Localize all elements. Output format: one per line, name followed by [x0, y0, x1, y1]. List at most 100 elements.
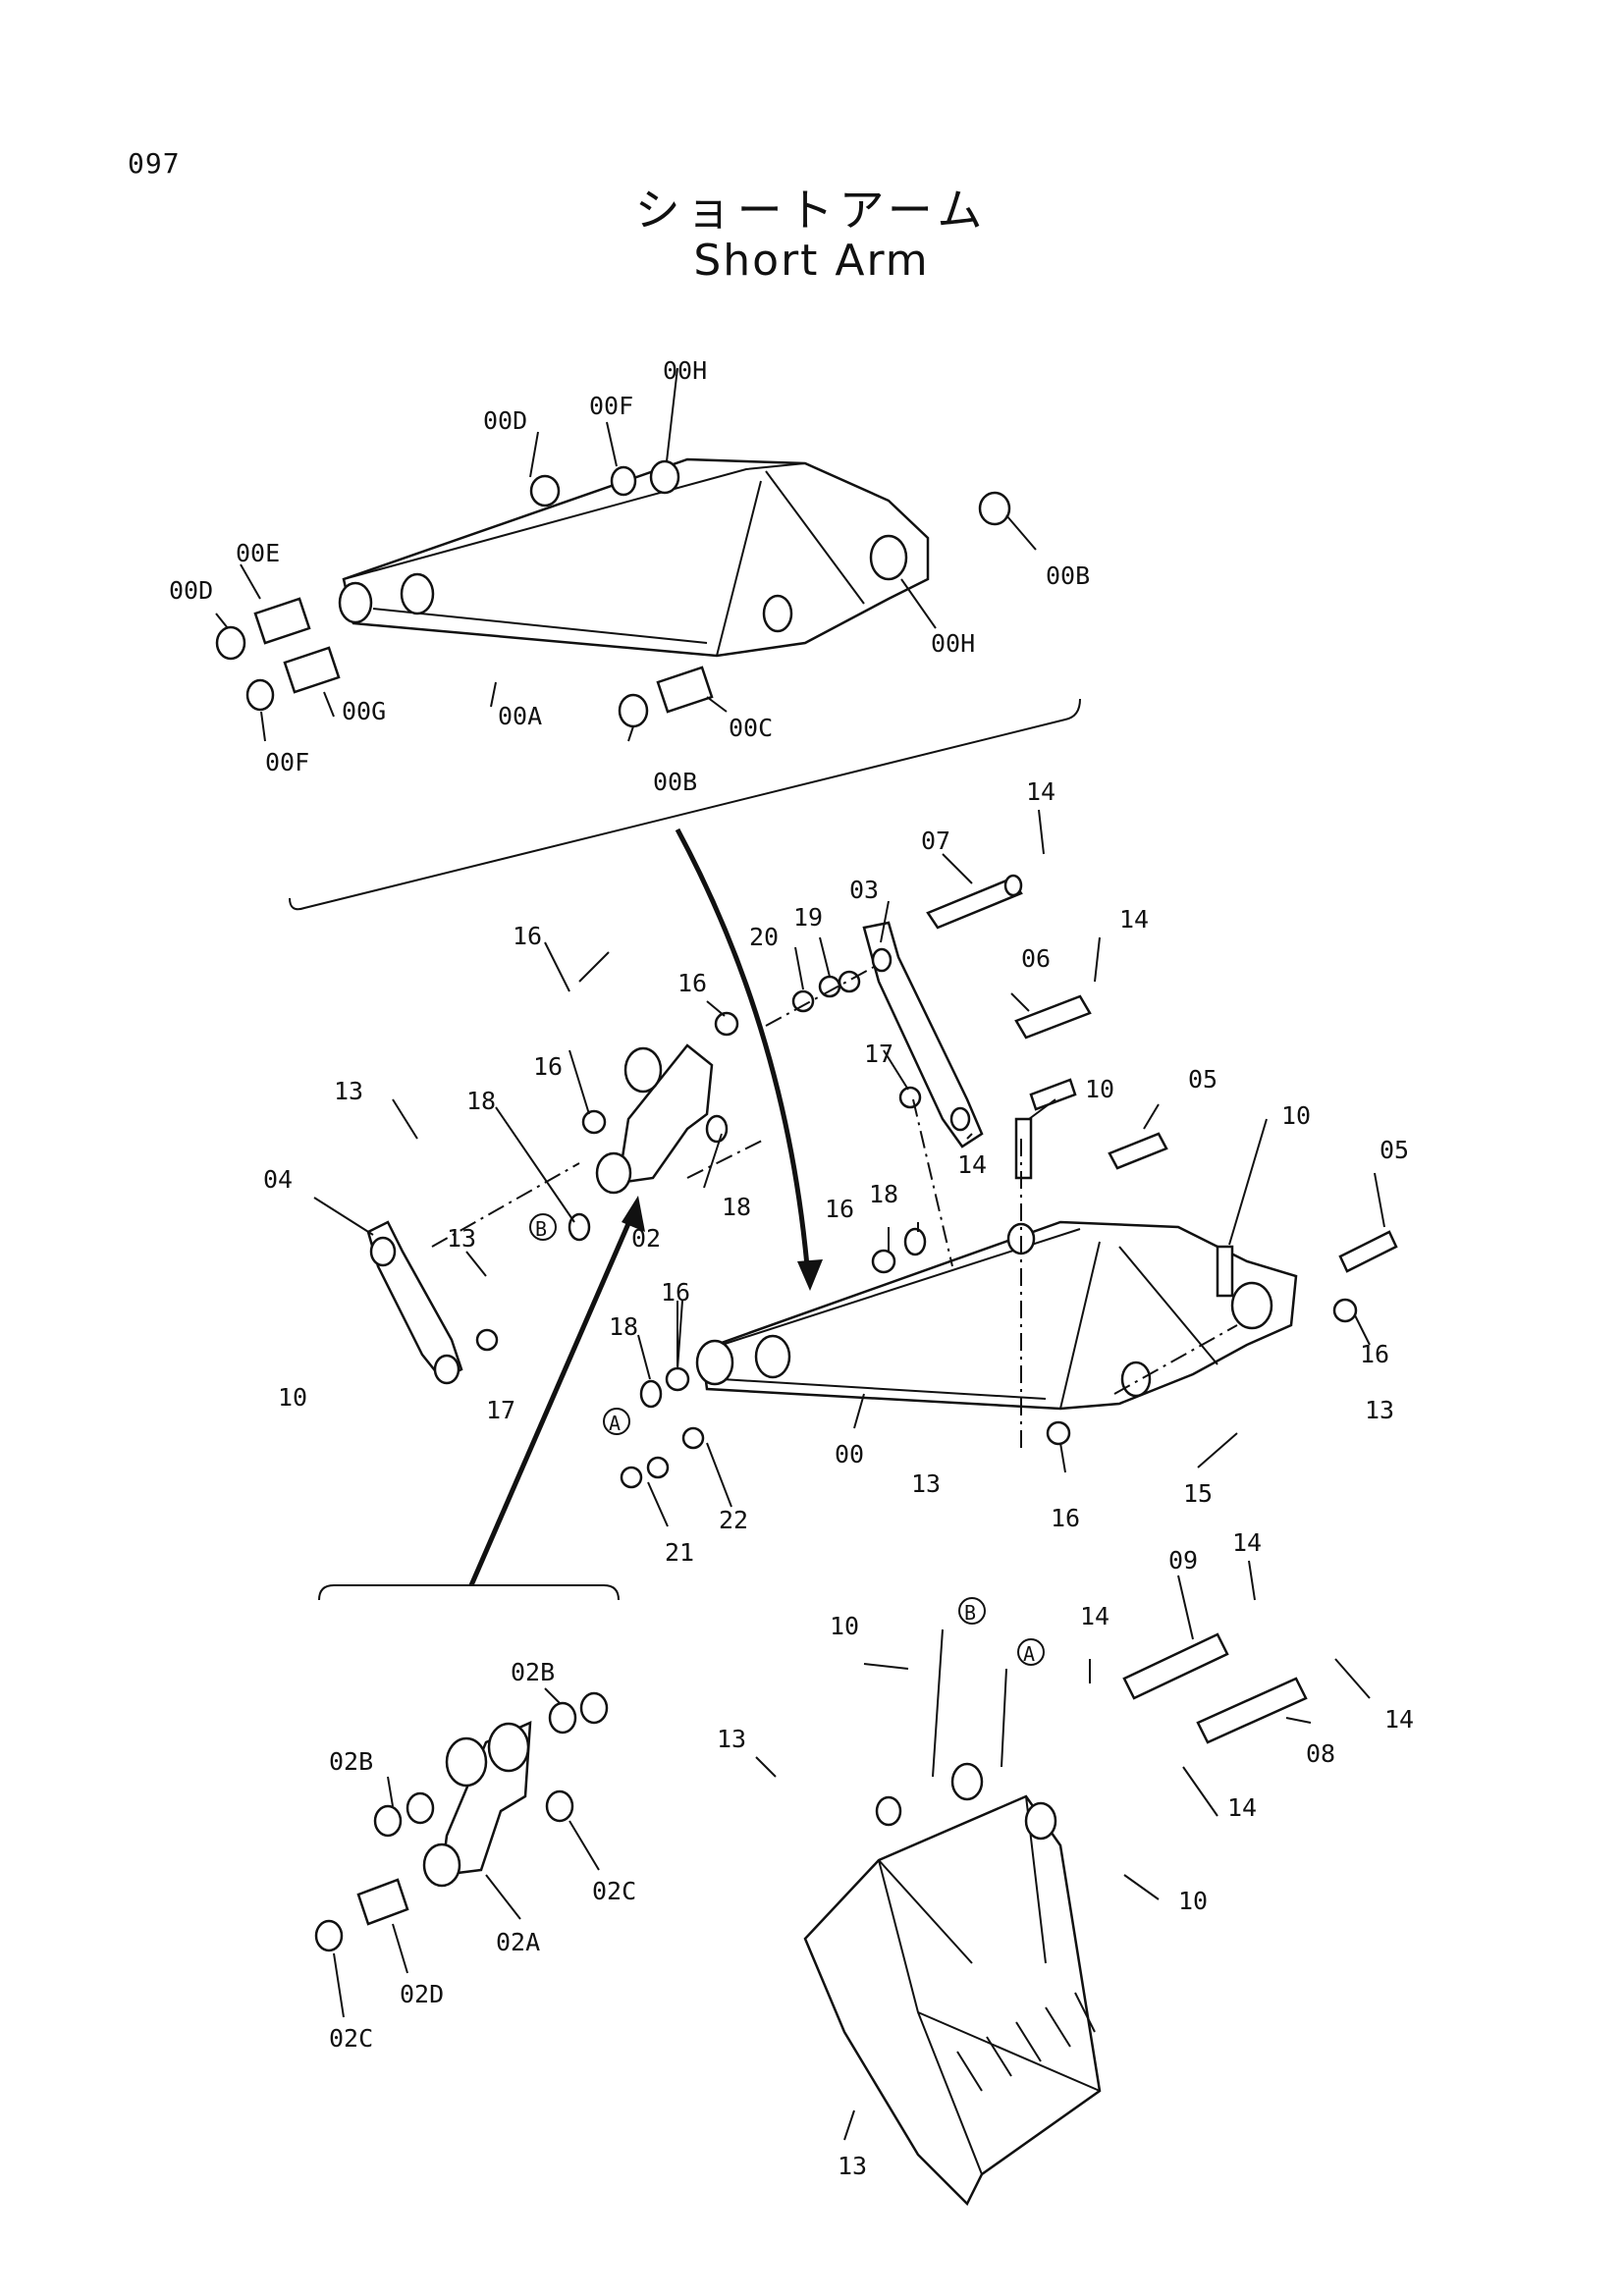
arm-boss-right [762, 594, 793, 633]
callout: 16 [677, 969, 707, 997]
ref-marker-a2: A [1023, 1642, 1035, 1666]
page-number: 097 [128, 147, 181, 180]
arm-00-boss-left [695, 1339, 734, 1386]
pin-06 [1014, 994, 1092, 1111]
pin-00G [283, 646, 341, 694]
link-04-eye-bottom [433, 1354, 460, 1385]
arrow-arm-to-link [675, 828, 810, 1267]
callout: 16 [533, 1052, 563, 1081]
callout: 00H [663, 356, 707, 385]
washer-16b [581, 1109, 607, 1135]
arm-boss-mid [400, 572, 435, 615]
arm-callouts: 00D 00F 00H 00E 00D 00B 00H 00G 00A 00C … [169, 356, 1090, 796]
callout: 13 [447, 1224, 476, 1253]
link-02-eye-top [623, 1046, 663, 1094]
washer-16c [665, 1366, 690, 1392]
callout: 05 [1188, 1065, 1217, 1094]
washer-21b [646, 1456, 670, 1479]
link-04-eye-top [369, 1236, 397, 1267]
arrow-detail-to-link [468, 1211, 636, 1586]
callout: 20 [749, 923, 779, 951]
callout: 02B [511, 1658, 555, 1686]
link-callouts: 14 07 03 20 19 16 16 14 06 13 16 18 17 1… [263, 777, 1409, 1567]
bushing-02B-b [579, 1691, 609, 1725]
callout: 08 [1306, 1739, 1335, 1768]
callout: 18 [722, 1193, 751, 1221]
callout: 00A [498, 702, 542, 730]
callout: 16 [1051, 1504, 1080, 1532]
callout: 02D [400, 1980, 444, 2008]
page-title-japanese: ショートアーム [634, 184, 989, 237]
link-centerlines [431, 966, 1238, 1453]
washer-16f [1332, 1298, 1358, 1323]
callout: 00D [169, 576, 213, 605]
arm-body-ridge [716, 470, 865, 657]
bushing-02B-a [548, 1701, 577, 1735]
callout: 09 [1168, 1546, 1198, 1575]
arm-body-top-edge [343, 462, 806, 580]
callout: 16 [1360, 1340, 1389, 1368]
bushing-00C [656, 666, 714, 714]
bucket-boss-c [875, 1795, 902, 1827]
detail-callouts: 02B 02B 02C 02A 02D 02C [329, 1658, 636, 2053]
link-leaders [313, 809, 1385, 1527]
callout: 00B [653, 768, 697, 796]
callout: 13 [838, 2152, 867, 2180]
callout: 13 [1365, 1396, 1394, 1424]
washer-17b [475, 1328, 499, 1352]
callout: 14 [1232, 1528, 1262, 1557]
bushing-00D-top [529, 474, 561, 507]
callout: 15 [1183, 1479, 1213, 1508]
ref-marker-b2-circle [958, 1597, 986, 1625]
callout: 05 [1380, 1136, 1409, 1164]
detail-bracket [318, 1584, 620, 1601]
bushing-00B-right [978, 491, 1011, 526]
bushing-00F-left [245, 678, 275, 712]
callout: 00D [483, 406, 527, 435]
o-ring-18b [705, 1114, 729, 1144]
arm-00-boss-right [1120, 1361, 1152, 1398]
bushing-02B-c [373, 1804, 403, 1838]
arm-assembly [215, 367, 1081, 911]
callout: 14 [957, 1150, 987, 1179]
callout: 21 [665, 1538, 694, 1567]
bushing-02C-right [545, 1789, 574, 1823]
link-02-detail [314, 1584, 620, 2018]
link-03-eye-bottom [949, 1106, 971, 1132]
callout: 04 [263, 1165, 293, 1194]
ref-marker-a-circle [603, 1408, 630, 1435]
callout: 00E [236, 539, 280, 567]
callout: 17 [864, 1040, 893, 1068]
link-02A-eye-top2 [487, 1722, 530, 1773]
ref-marker-a: A [609, 1412, 621, 1435]
callout: 00C [729, 714, 773, 742]
ref-marker-a2-circle [1017, 1638, 1045, 1666]
bushing-00B-bottom [618, 693, 649, 728]
callout: 13 [334, 1077, 363, 1105]
callout: 14 [1119, 905, 1149, 934]
callout: 19 [793, 903, 823, 932]
callout: 06 [1021, 944, 1051, 973]
washer-16e [1046, 1420, 1071, 1446]
link-03-eye-top [871, 947, 893, 973]
link-03 [862, 921, 984, 1148]
arm-body-bottom-edge [372, 608, 708, 644]
link-02A-eye-top [445, 1736, 488, 1788]
callout: 18 [869, 1180, 898, 1208]
ref-marker-b-circle [529, 1213, 557, 1241]
bucket-teeth [956, 1992, 1096, 2092]
callout: 02C [592, 1877, 636, 1905]
ref-marker-b2: B [964, 1601, 976, 1625]
o-ring-18d [639, 1379, 663, 1409]
callout: 00F [589, 392, 633, 420]
link-02A-eye-bottom [422, 1842, 461, 1888]
bucket-assembly: B A [755, 1560, 1371, 2207]
callout: 10 [278, 1383, 307, 1412]
washer-21a [620, 1466, 643, 1489]
washer-17 [898, 1086, 922, 1109]
callout: 22 [719, 1506, 748, 1534]
bucket-boss-b [1024, 1801, 1057, 1841]
bushing-00F-top [610, 465, 637, 497]
detail-leaders [333, 1687, 600, 2018]
